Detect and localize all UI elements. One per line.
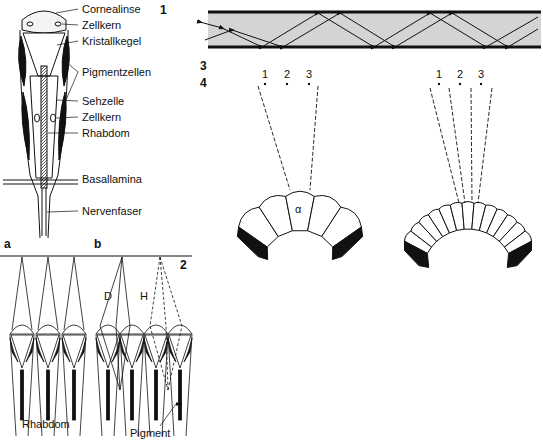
part-label: Zellkern <box>82 111 121 123</box>
cell-nucleus <box>51 114 56 122</box>
eye-section <box>10 257 192 436</box>
part-label: Zellkern <box>82 19 121 31</box>
light-guide <box>200 12 541 47</box>
ommatidium <box>144 325 168 436</box>
eye-domes <box>237 191 531 267</box>
cornea-lens <box>22 11 66 33</box>
part-label: 3 <box>478 68 484 80</box>
part-label: H <box>140 290 148 302</box>
part-label: D <box>104 290 112 302</box>
compound-eye <box>404 202 531 268</box>
part-label: Sehzelle <box>82 95 124 107</box>
part-label: Basallamina <box>82 173 142 185</box>
ommatidium <box>96 325 120 436</box>
part-label: 2 <box>457 68 463 80</box>
ommatidium <box>120 325 144 436</box>
part-label: Rhabdom <box>82 127 130 139</box>
part-label: α <box>295 203 301 215</box>
part-label: 1 <box>436 68 442 80</box>
callout-number: 4 <box>200 77 207 90</box>
acceptance-lines <box>258 86 492 203</box>
callout-number: b <box>94 238 101 251</box>
part-label: Pigment <box>130 427 170 439</box>
cell-nucleus <box>27 22 33 26</box>
ommatidium <box>168 325 192 436</box>
callout-number: 3 <box>200 60 207 73</box>
part-label: Kristallkegel <box>82 35 141 47</box>
pigment-cell <box>19 36 26 86</box>
basal-lamina <box>3 180 78 184</box>
ommatidium <box>3 11 78 238</box>
pigment-cell <box>59 92 67 160</box>
part-label: 2 <box>284 68 290 80</box>
object-points <box>264 83 482 85</box>
leader-lines <box>47 9 176 426</box>
callout-number: 2 <box>180 259 187 272</box>
pigment-cell <box>22 92 30 160</box>
callout-number: 1 <box>160 4 167 17</box>
part-label: Nervenfaser <box>82 205 142 217</box>
nerve-fiber <box>42 188 46 236</box>
rhabdom <box>41 66 47 188</box>
part-label: 1 <box>262 68 268 80</box>
compound-eye <box>237 191 362 259</box>
part-label: 3 <box>306 68 312 80</box>
cell-nucleus <box>35 114 40 122</box>
object-plane <box>0 256 192 257</box>
callout-number: a <box>4 238 11 251</box>
part-label: Rhabdom <box>22 418 70 430</box>
cell-outline <box>20 30 68 238</box>
cell-nucleus <box>55 22 61 26</box>
part-label: Cornealinse <box>82 3 141 15</box>
part-label: Pigmentzellen <box>82 66 151 78</box>
